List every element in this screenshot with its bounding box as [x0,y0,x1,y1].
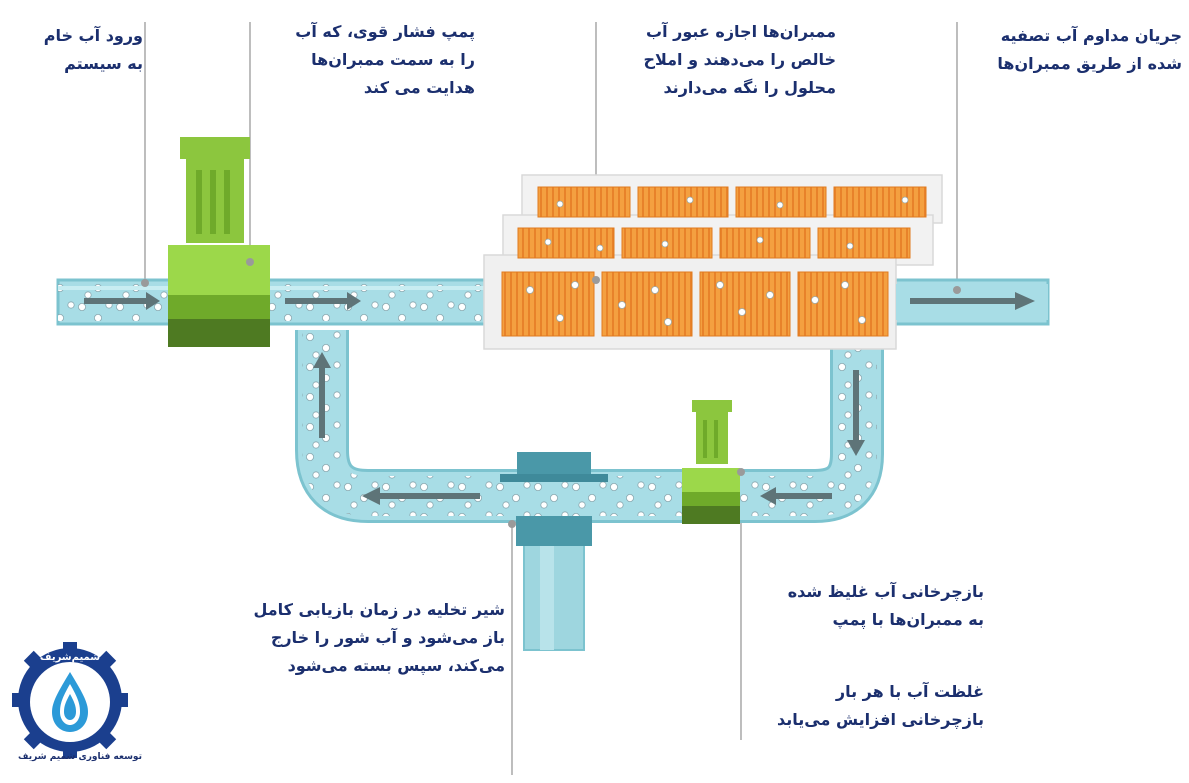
inlet-label: ورود آب خام به سیستم [8,22,143,78]
drain-valve-label-line-1: شیر تخلیه در زمان بازیابی کامل [253,600,505,619]
permeate-label-line-1: جریان مداوم آب تصفیه [1000,26,1182,45]
drain-valve-label-line-3: می‌کند، سپس بسته می‌شود [287,656,505,675]
membranes-label: ممبران‌ها اجازه عبور آب خالص را می‌دهند … [600,18,836,102]
pump-label: پمپ فشار قوی، که آب را به سمت ممبران‌ها … [255,18,475,102]
company-logo: شمیم‌شریف [12,642,128,758]
membranes-label-line-1: ممبران‌ها اجازه عبور آب [645,22,836,41]
drain-outlet-pipe [516,516,592,651]
drain-valve-label: شیر تخلیه در زمان بازیابی کامل باز می‌شو… [200,596,505,680]
inlet-label-line-1: ورود آب خام [43,26,143,45]
logo-caption: توسعه فناوری شمیم شریف [18,752,142,762]
concentration-label-line-2: بازچرخانی افزایش می‌یابد [777,710,984,729]
flow-arrows [84,292,1035,505]
logo-arc-text: شمیم‌شریف [40,652,100,663]
drain-valve-label-line-2: باز می‌شود و آب شور را خارج [270,628,505,647]
pump-label-line-2: را به سمت ممبران‌ها [311,50,475,69]
permeate-label-line-2: شده از طریق ممبران‌ها [997,54,1182,73]
drain-valve [500,452,608,482]
concentration-label-line-1: غلظت آب با هر بار [835,682,984,701]
membranes-label-line-3: محلول را نگه می‌دارند [663,78,836,97]
recirculation-label: بازچرخانی آب غلیظ شده به ممبران‌ها با پم… [748,578,984,634]
inlet-label-line-2: به سیستم [64,54,143,73]
membrane-assembly [483,174,943,350]
connection-dots [141,258,961,528]
concentration-label: غلظت آب با هر بار بازچرخانی افزایش می‌یا… [748,678,984,734]
recirculation-label-line-1: بازچرخانی آب غلیظ شده [787,582,984,601]
membranes-label-line-2: خالص را می‌دهند و املاح [643,50,836,69]
high-pressure-pump [168,137,270,347]
recirculation-label-line-2: به ممبران‌ها با پمپ [832,610,984,629]
pump-label-line-3: هدایت می کند [363,78,475,97]
recirculation-pump [682,400,740,524]
pump-label-line-1: پمپ فشار قوی، که آب [295,22,475,41]
water-drop-icon [52,672,88,732]
permeate-label: جریان مداوم آب تصفیه شده از طریق ممبران‌… [962,22,1182,78]
